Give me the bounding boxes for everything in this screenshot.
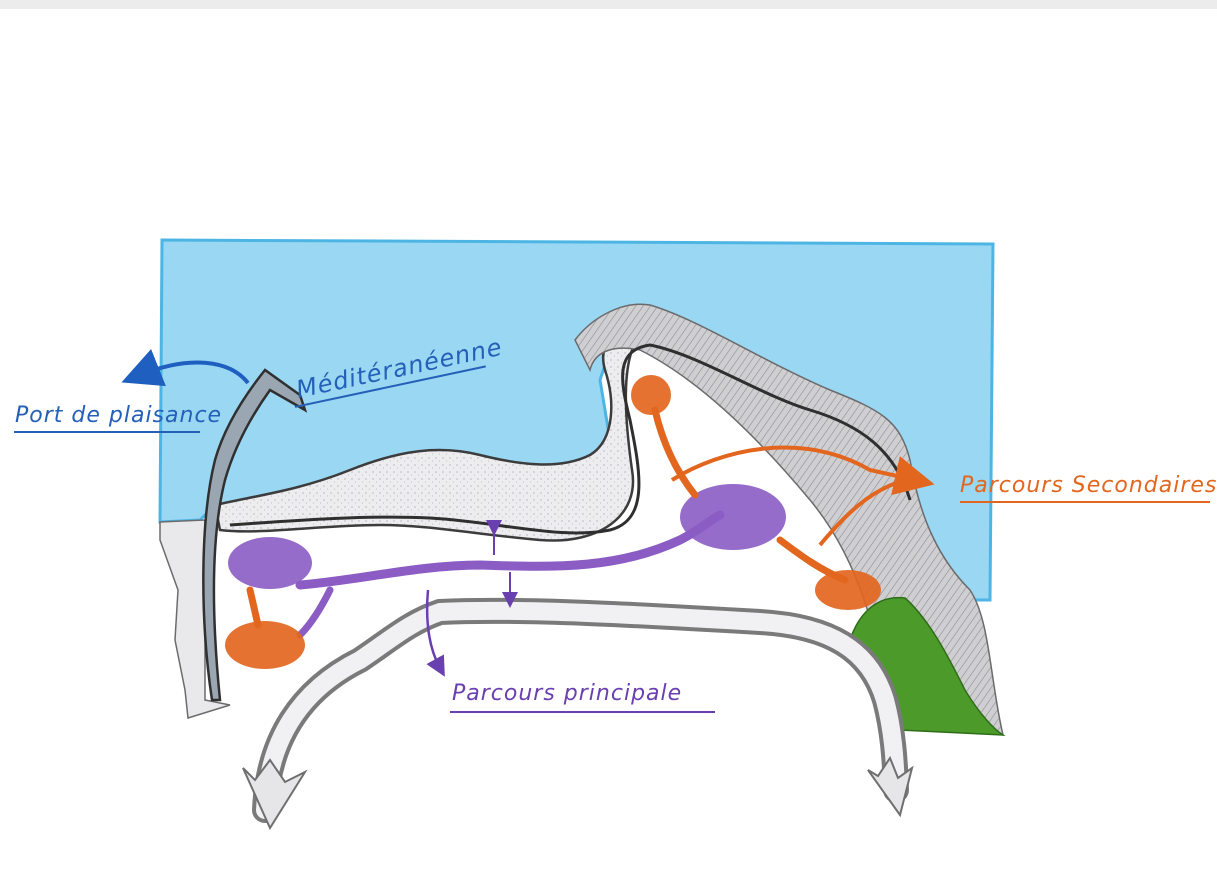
main-label: Parcours principale — [452, 681, 682, 706]
secondary-label: Parcours Secondaires — [960, 473, 1217, 498]
secondary-node-south — [815, 570, 881, 610]
main-node-west — [228, 537, 312, 589]
secondary-node-west — [225, 621, 305, 669]
main-road — [265, 611, 896, 810]
secondary-link-west — [250, 590, 258, 625]
main-path-branch — [300, 590, 330, 635]
port-label: Port de plaisance — [15, 403, 222, 428]
secondary-link-north — [655, 410, 695, 495]
secondary-node-north — [631, 375, 671, 415]
road-arrow-left — [243, 760, 305, 828]
